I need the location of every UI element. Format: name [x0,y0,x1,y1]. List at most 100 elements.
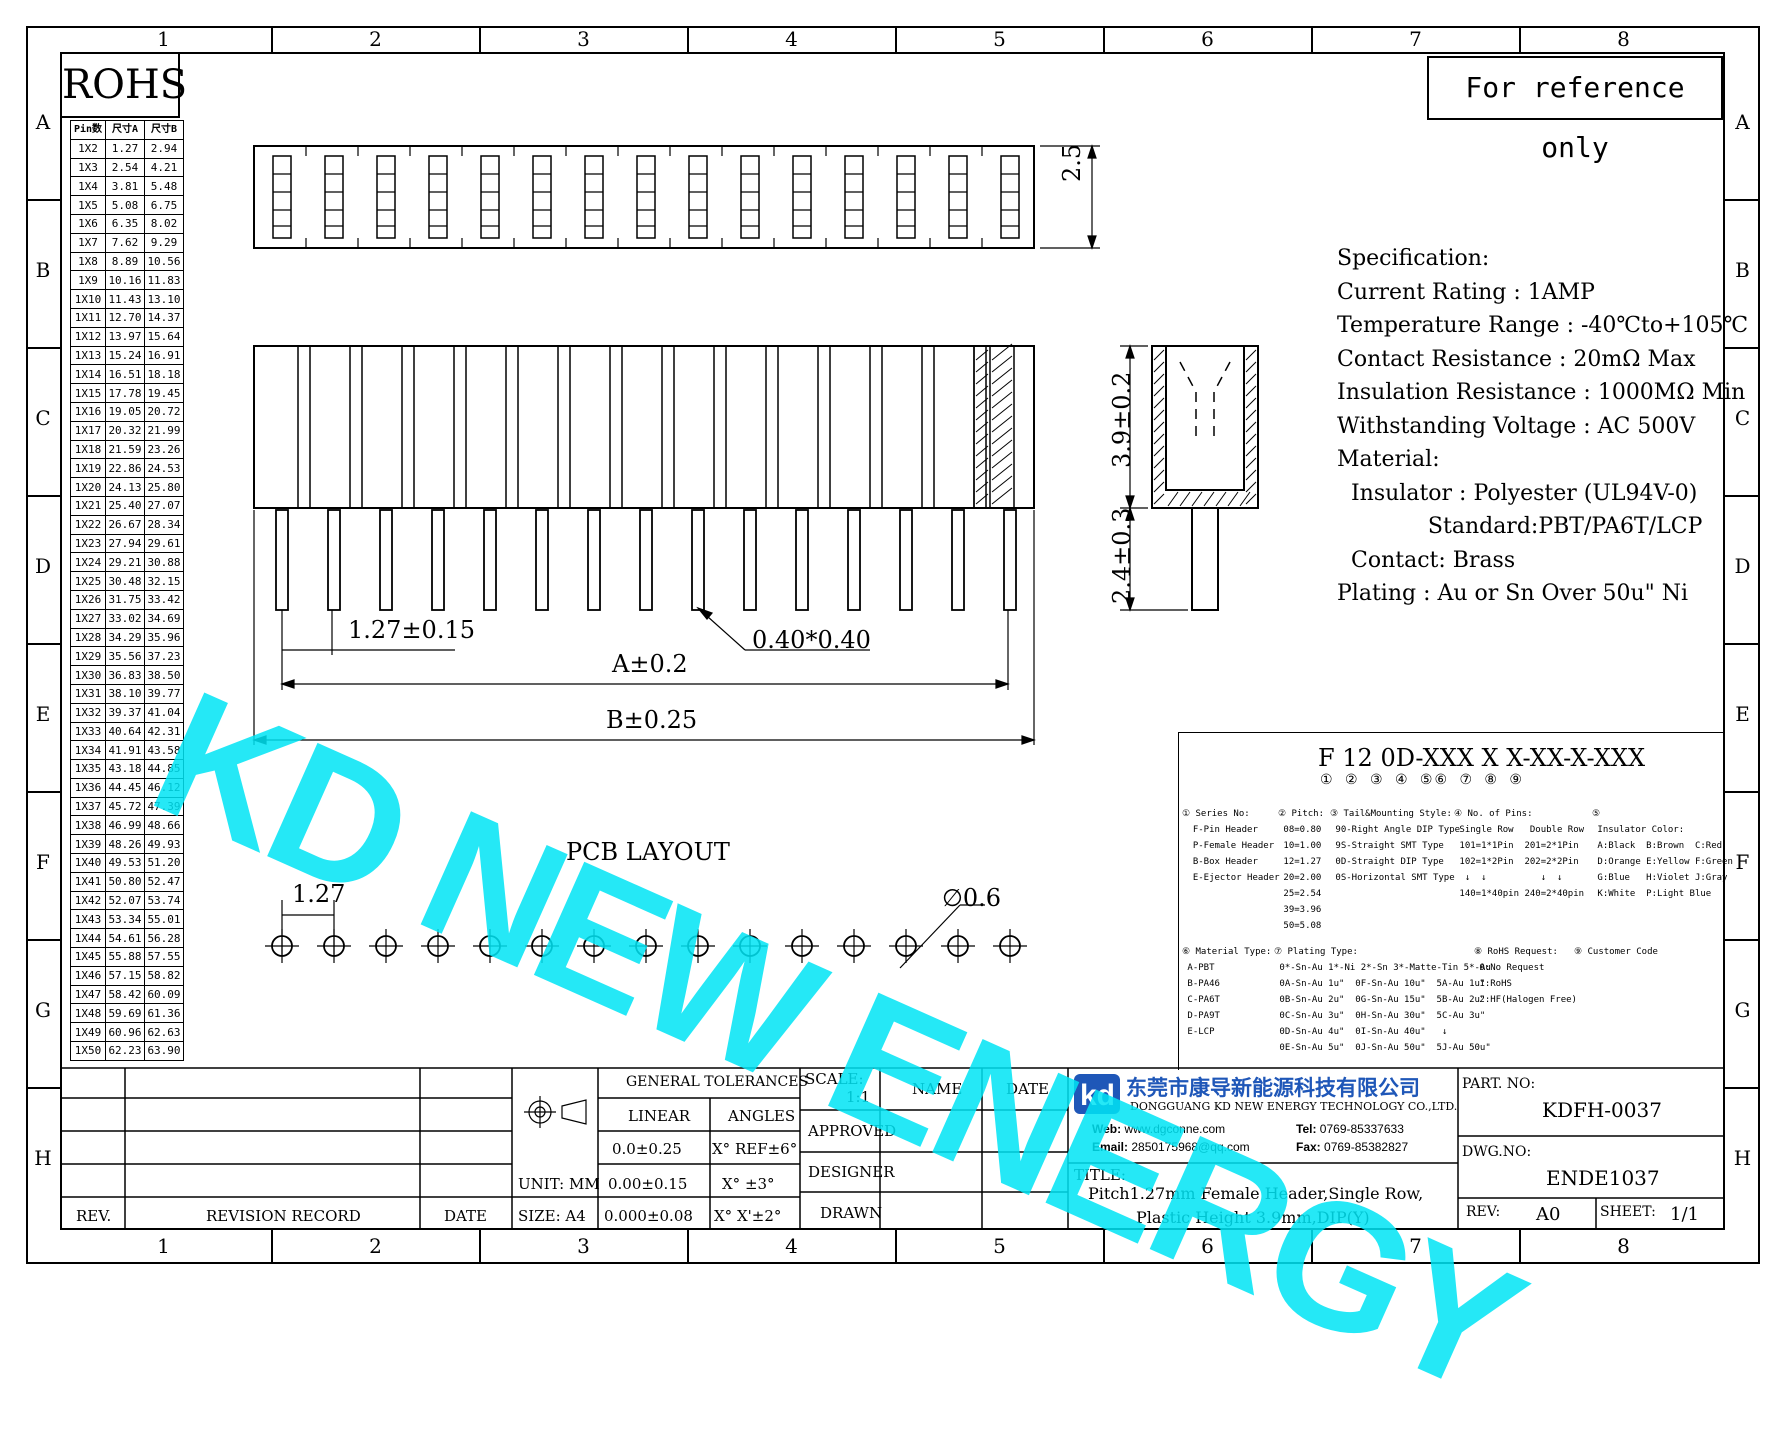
hatch-line [991,403,1013,421]
table-cell: 18.18 [144,364,184,385]
side-dimensions [1120,344,1188,612]
hatch-line [1153,433,1165,445]
zone-row-G: G [1734,998,1751,1022]
zone-column-6: 6 [1201,1234,1214,1258]
hatch-line [1245,385,1257,397]
linear-tol-2: 0.00±0.15 [608,1175,688,1193]
hatch-line [975,349,989,361]
hatch-line [1153,409,1165,421]
drawing-number: ENDE1037 [1546,1166,1660,1190]
hatch-line [1153,421,1165,433]
table-cell: 1X19 [70,458,106,479]
reference-note: For reference only [1427,56,1723,164]
pcb-layout-holes [265,929,1027,963]
hatch-line [991,463,1013,481]
zone-column-5: 5 [993,27,1006,51]
part-no-label: PART. NO: [1462,1076,1536,1092]
zone-column-7: 7 [1409,27,1422,51]
rohs-label: ROHS [60,52,187,118]
table-cell: 12.70 [105,307,145,328]
zone-row-C: C [35,406,51,430]
table-cell: 49.93 [144,834,184,855]
hatch-line [1245,373,1257,385]
front-view-pin [847,509,861,611]
height-dimension [1040,144,1100,250]
code-customer-block: ⑨ Customer Code [1574,947,1658,957]
company-name-cn: 东莞市康导新能源科技有限公司 [1126,1076,1420,1100]
zone-row-A: A [35,110,51,134]
front-view-pin [639,509,653,611]
fax-label: Fax: [1296,1140,1321,1154]
table-cell: 1X22 [70,514,106,535]
website-link[interactable]: www.dgconne.com [1124,1122,1226,1136]
table-cell: 55.88 [105,947,145,967]
hatch-line [1245,481,1257,493]
hatch-line [975,469,989,481]
top-view-cavity [428,155,448,239]
table-cell: 30.88 [144,552,184,573]
email-link[interactable]: 2850175968@qq.com [1131,1140,1250,1154]
zone-row-E: E [35,702,51,726]
general-tolerances-label: GENERAL TOLERANCES [626,1074,809,1090]
front-view-pin [1003,509,1017,611]
top-view-cavity [272,155,292,239]
table-cell: 53.74 [144,890,184,911]
table-cell: 46.99 [105,815,145,836]
zone-column-2: 2 [369,27,382,51]
spec-line: Current Rating : 1AMP [1337,279,1595,305]
hatch-line [1245,397,1257,409]
code-tail-block: ③ Tail&Mounting Style: 90-Right Angle DI… [1330,809,1461,883]
front-view-pin [483,509,497,611]
hatch-line [1239,491,1251,507]
hatch-line [1153,493,1165,505]
table-cell: 57.15 [105,965,145,986]
pin-size-label: 0.40*0.40 [752,626,871,654]
table-cell: 1X43 [70,909,106,930]
hatch-lines [975,343,1257,507]
top-view-cavity [324,155,344,239]
title-block-grid: kd [60,1067,1725,1230]
table-cell: 11.83 [144,270,184,291]
front-view-pin [691,509,705,611]
code-color-block: ⑤ Insulator Color: A:Black B:Brown C:Red… [1592,809,1733,899]
dwg-no-label: DWG.NO: [1462,1144,1532,1160]
pcb-dimensions [281,900,985,969]
hatch-line [1245,445,1257,457]
zone-row-D: D [34,554,52,578]
top-view-cavity [688,155,708,239]
spec-line: Specification: [1337,246,1490,271]
top-view-cavity [376,155,396,239]
table-cell: 1X4 [70,176,106,197]
top-view-cavity [636,155,656,239]
table-cell: 16.51 [105,364,145,385]
scale-label: SCALE: [805,1070,864,1088]
web-label: Web: [1092,1122,1122,1136]
hatch-line [975,493,989,505]
hatch-line [1153,385,1165,397]
table-cell: 13.10 [144,289,184,309]
approved-label: APPROVED [808,1122,897,1140]
table-cell: 1X29 [70,646,106,667]
table-cell: 4.21 [144,157,184,178]
linear-header: LINEAR [628,1107,691,1125]
drawing-title-line2: Plastic Height 3.9mm,DIP(Y) [1136,1208,1370,1227]
table-cell: 1X7 [70,232,106,253]
hatch-line [975,421,989,433]
table-cell: 46.12 [144,777,184,798]
side-view-hidden-lines [1179,361,1231,440]
table-cell: 48.26 [105,834,145,855]
hatch-line [1153,349,1165,361]
front-view-slot [713,345,727,509]
top-view-cavity [792,155,812,239]
table-cell: 1X46 [70,965,106,986]
zone-row-F: F [36,850,50,874]
